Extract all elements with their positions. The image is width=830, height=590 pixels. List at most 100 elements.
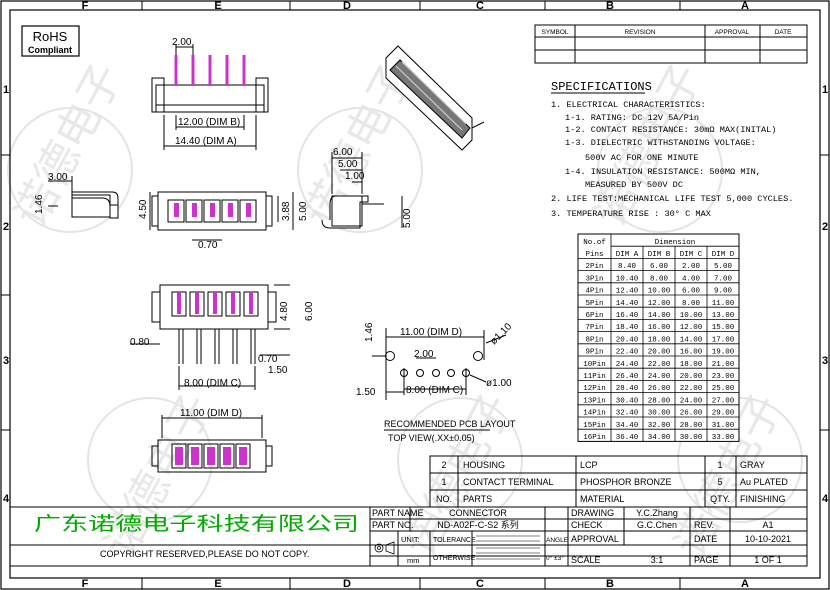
dim-pcb-146: 1.46: [364, 322, 375, 342]
table-cell-pins: 5Pin: [585, 300, 603, 308]
zone-row-label: 3: [822, 355, 828, 367]
bom-part: CONTACT TERMINAL: [463, 477, 554, 487]
bom-finish: Au PLATED: [740, 477, 788, 487]
pcb-note-subtitle: TOP VIEW(.XX±0.05): [388, 433, 475, 443]
table-cell: 16.00: [680, 349, 703, 357]
tb-unit: mm: [407, 556, 420, 565]
table-cell: 25.00: [712, 385, 735, 393]
table-cell-pins: 9Pin: [585, 349, 603, 357]
table-cell: 10.00: [680, 312, 703, 320]
spec-line: MEASURED BY 500V DC: [585, 180, 683, 190]
zone-col-label: F: [82, 578, 89, 590]
table-cell: 22.00: [680, 385, 703, 393]
tb-angle-label: ANGLE: [546, 537, 569, 544]
dim-right-600: 6.00: [333, 147, 353, 158]
table-cell: 24.00: [648, 373, 671, 381]
tb-part-no: ND-A02F-C-S2 系列: [437, 519, 519, 530]
table-cell: 28.40: [616, 385, 639, 393]
zone-col-label: D: [343, 578, 351, 590]
zone-row-label: 3: [3, 355, 9, 367]
tb-page: 1 OF 1: [754, 555, 782, 565]
table-cell-pins: 6Pin: [585, 312, 603, 320]
zone-col-label: C: [476, 0, 484, 12]
dim-pcb-110: ø1.10: [488, 321, 514, 347]
spec-line: 500V AC FOR ONE MINUTE: [585, 153, 698, 163]
table-cell: 14.00: [680, 336, 703, 344]
table-cell: 12.40: [616, 288, 639, 296]
tb-date: 10-10-2021: [745, 534, 791, 544]
table-cell: 26.00: [680, 410, 703, 418]
watermark-circles: [7, 107, 803, 523]
bom-table: 2 HOUSING LCP 1 GRAY 1 CONTACT TERMINAL …: [429, 455, 808, 508]
table-column-header: DIM D: [712, 251, 735, 259]
tb-part-name: CONNECTOR: [449, 508, 507, 518]
table-cell: 30.00: [648, 410, 671, 418]
dim-underside-d: 11.00 (DIM D): [180, 408, 242, 419]
table-cell: 27.00: [712, 397, 735, 405]
tb-angle: 0° ±3°: [546, 554, 564, 562]
zone-row-label: 2: [822, 221, 828, 233]
table-cell: 6.00: [650, 263, 669, 271]
zone-row-label: 2: [3, 221, 9, 233]
table-cell: 33.00: [712, 434, 735, 442]
tb-page-label: PAGE: [694, 555, 718, 565]
zone-col-label: B: [606, 578, 614, 590]
table-cell: 10.40: [616, 275, 639, 283]
table-cell-pins: 13Pin: [583, 397, 606, 405]
table-column-header: DIM B: [648, 251, 671, 259]
rev-symbol-header: SYMBOL: [541, 29, 568, 36]
copyright: COPYRIGHT RESERVED,PLEASE DO NOT COPY.: [100, 549, 309, 559]
table-cell-pins: 7Pin: [585, 324, 603, 332]
dim-bottom-150: 1.50: [268, 365, 288, 376]
tb-scale: 3:1: [651, 555, 664, 565]
rohs-subtitle: Compliant: [28, 45, 72, 55]
dim-pcb-200: 2.00: [414, 349, 434, 360]
company-name: 广东诺德电子科技有限公司: [34, 513, 359, 535]
table-cell: 5.00: [714, 263, 733, 271]
bom-header-qty: QTY.: [710, 494, 730, 504]
table-cell: 24.00: [680, 397, 703, 405]
zone-col-label: A: [741, 0, 749, 12]
table-cell: 32.40: [616, 410, 639, 418]
tb-approval-label: APPROVAL: [571, 534, 619, 544]
rohs-badge: RoHS Compliant: [21, 25, 80, 57]
tb-part-no-label: PART NO.: [372, 520, 414, 530]
zone-row-label: 1: [822, 84, 828, 96]
table-cell: 20.00: [680, 373, 703, 381]
table-cell: 32.00: [648, 422, 671, 430]
table-cell: 28.00: [648, 397, 671, 405]
table-cell: 4.00: [682, 275, 701, 283]
table-cell-pins: 12Pin: [583, 385, 606, 393]
dim-front-500: 5.00: [298, 201, 309, 221]
table-cell: 29.00: [712, 410, 735, 418]
table-cell: 10.00: [648, 288, 671, 296]
spec-line: 1-1. RATING: DC 12V 5A/Pin: [565, 113, 699, 123]
tolerance-table-icon: [476, 535, 540, 560]
projection-symbol-icon: [374, 541, 395, 555]
table-cell: 14.00: [648, 312, 671, 320]
table-column-header: DIM A: [616, 251, 639, 259]
table-group-header: Dimension: [655, 239, 696, 247]
table-cell-pins: 2Pin: [585, 263, 603, 271]
zone-col-label: F: [82, 0, 89, 12]
dim-right-500v: 5.00: [402, 208, 413, 228]
dim-top-pitch: 2.00: [172, 37, 192, 48]
table-cell: 9.00: [714, 288, 733, 296]
bom-material: LCP: [580, 460, 598, 470]
tb-drawing: Y.C.Zhang: [636, 508, 678, 518]
bom-finish: GRAY: [740, 460, 765, 470]
tb-drawing-label: DRAWING: [571, 508, 614, 518]
table-cell: 23.00: [712, 373, 735, 381]
side-view-right: [321, 152, 403, 229]
table-cell-pins: 10Pin: [583, 361, 606, 369]
specifications: SPECIFICATIONS 1. ELECTRICAL CHARACTERIS…: [551, 80, 793, 219]
bom-header-finish: FINISHING: [740, 494, 786, 504]
tb-rev-label: REV.: [694, 520, 714, 530]
zone-row-label: 4: [3, 493, 10, 505]
zone-col-label: B: [606, 0, 614, 12]
top-view: [151, 44, 269, 150]
tb-date-label: DATE: [694, 534, 717, 544]
